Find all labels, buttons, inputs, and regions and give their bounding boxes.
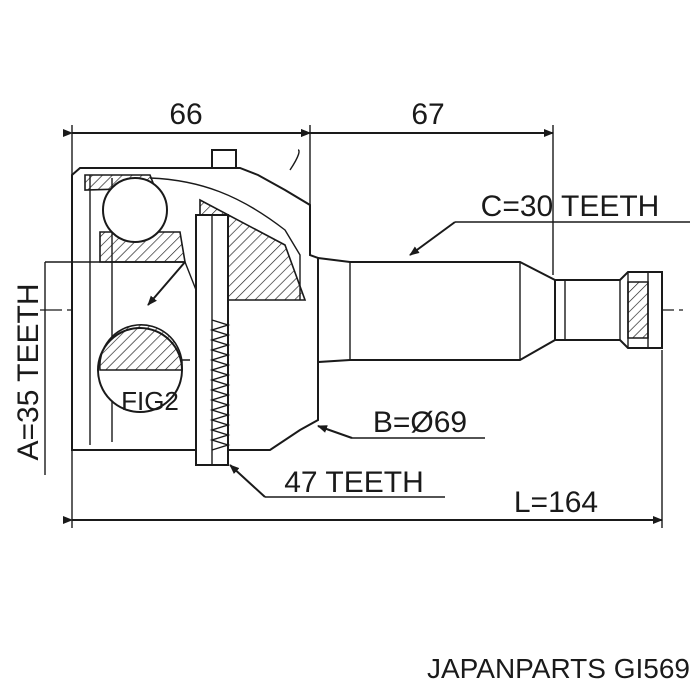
bearing-diameter-label: B=Ø69 [373,406,467,439]
outer-spline-label: C=30 TEETH [481,190,660,223]
part-caption: JAPANPARTS GI569 [427,653,690,684]
abs-ring [195,214,231,466]
stub-shaft [317,256,663,364]
abs-ring-label: 47 TEETH [284,466,424,499]
inner-spline-label: A=35 TEETH [12,283,45,460]
total-length-label: L=164 [514,486,598,519]
dimension-67-label: 67 [411,98,444,131]
detail-label: FIG2 [121,386,179,416]
dimension-66-label: 66 [169,98,202,131]
